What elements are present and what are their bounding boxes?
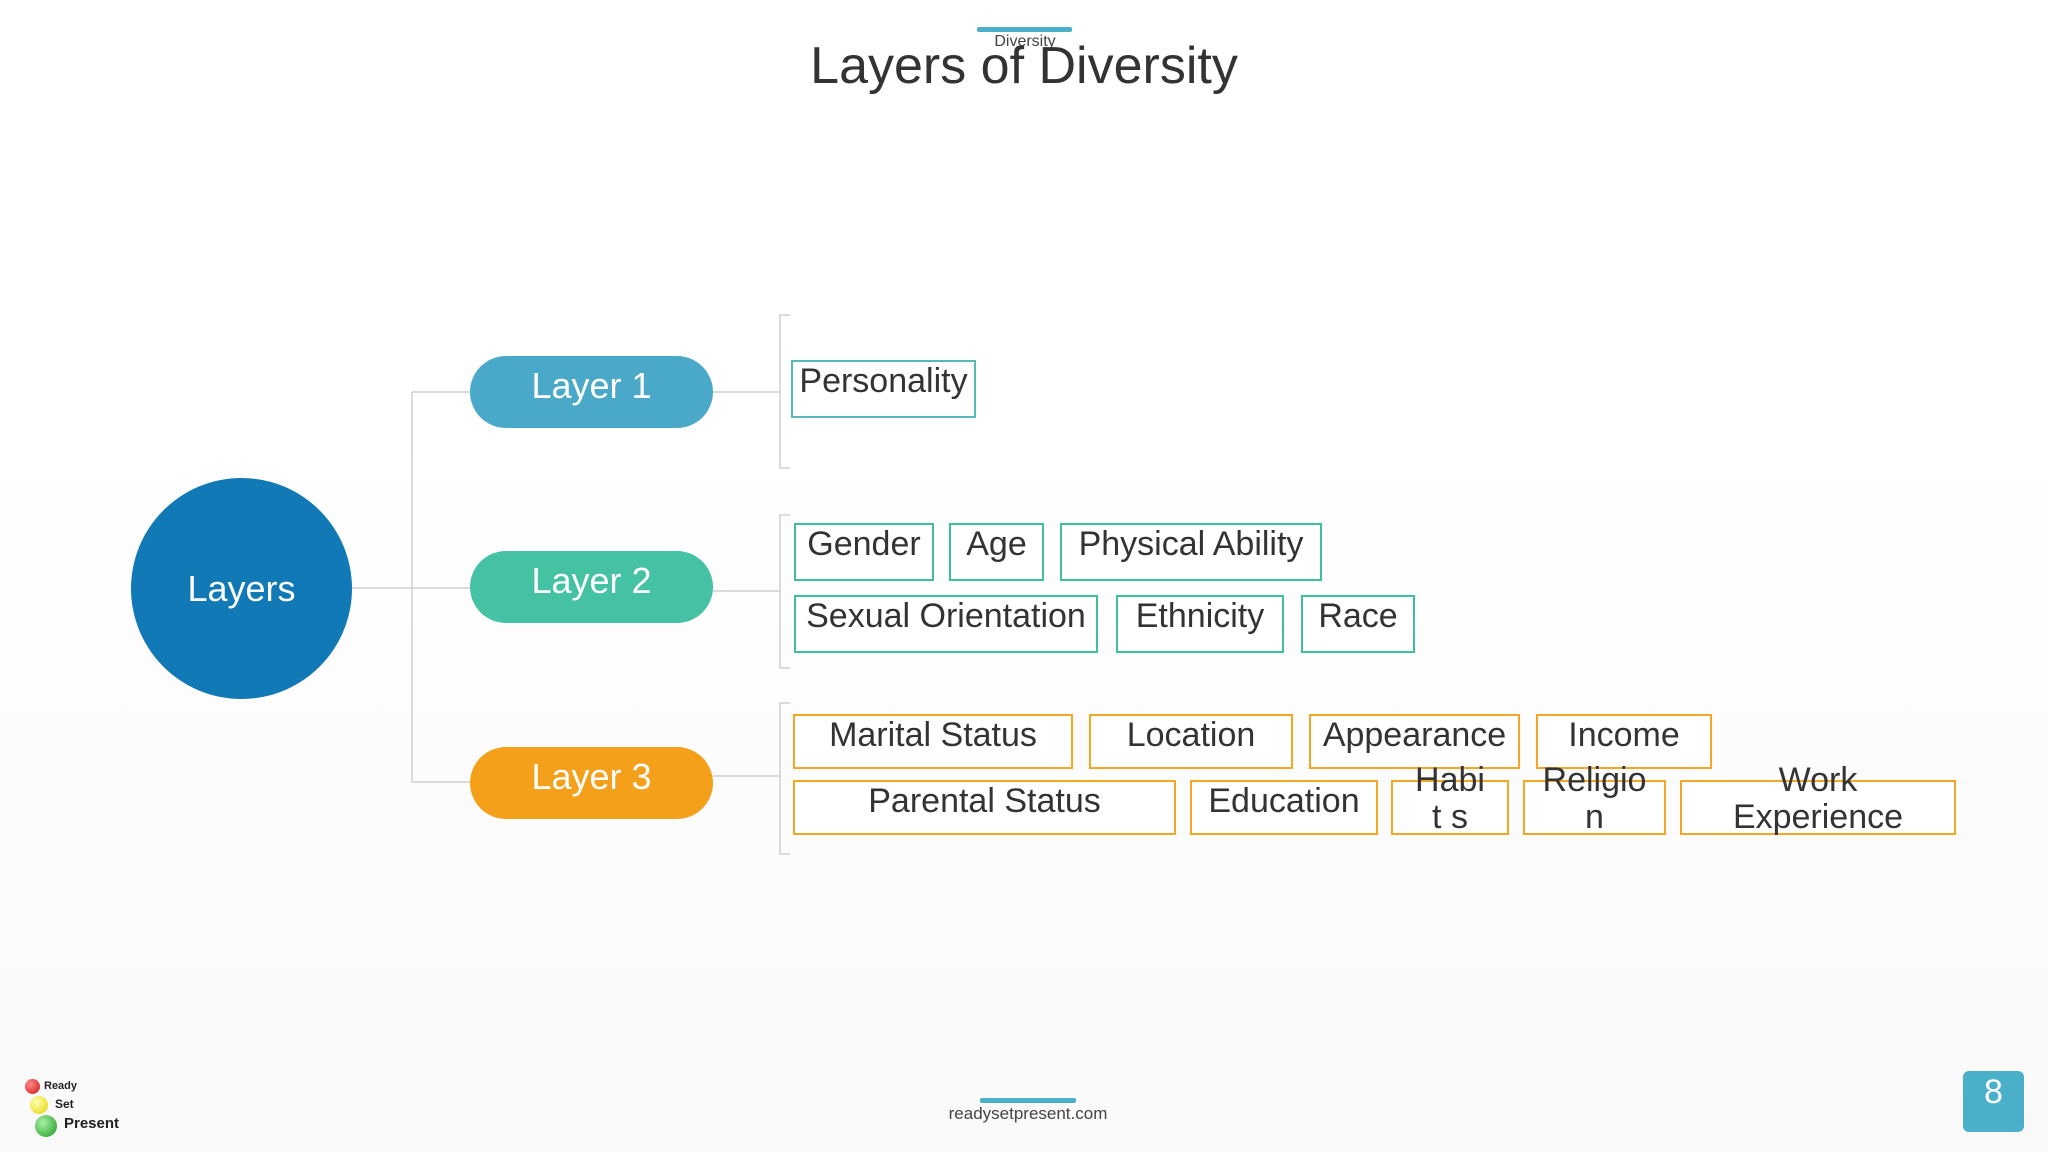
item-label: Location	[1126, 716, 1256, 754]
ready-set-present-logo: Ready Set Present	[22, 1076, 132, 1140]
logo-word-ready: Ready	[44, 1080, 78, 1092]
green-light-icon	[35, 1115, 57, 1137]
item-age: Age	[949, 523, 1044, 581]
layer-1-label: Layer 1	[531, 365, 652, 406]
footer-url: readysetpresent.com	[948, 1104, 1108, 1123]
logo-word-set: Set	[55, 1097, 74, 1111]
item-work-experience: Work Experience	[1680, 762, 1956, 836]
slide-title: Layers of Diversity	[810, 37, 1238, 95]
section-label: Diversity	[994, 33, 1056, 50]
item-physical-ability: Physical Ability	[1060, 523, 1322, 581]
item-label: Age	[966, 525, 1027, 563]
header-accent-bar	[977, 27, 1072, 32]
item-race: Race	[1301, 595, 1415, 653]
root-label: Layers	[187, 567, 296, 609]
item-label: Education	[1208, 782, 1360, 820]
item-label: Parental Status	[868, 782, 1101, 820]
item-label: Income	[1568, 716, 1680, 754]
item-location: Location	[1089, 714, 1293, 769]
item-label: Ethnicity	[1135, 597, 1265, 635]
layer-2-label: Layer 2	[531, 560, 652, 601]
layer-3-node: Layer 3	[470, 747, 713, 819]
layer3-bracket	[779, 702, 790, 855]
item-label: Appearance	[1322, 716, 1507, 754]
item-label: Work Experience	[1732, 761, 1904, 836]
page-number-badge: 8	[1963, 1071, 2024, 1132]
item-label: Race	[1318, 597, 1398, 635]
item-label: Habit s	[1415, 761, 1485, 836]
item-education: Education	[1190, 780, 1378, 835]
item-personality: Personality	[791, 360, 976, 418]
item-income: Income	[1536, 714, 1712, 769]
item-sexual-orientation: Sexual Orientation	[794, 595, 1098, 653]
item-label: Gender	[807, 525, 921, 563]
red-light-icon	[25, 1079, 40, 1094]
page-number: 8	[1984, 1073, 2003, 1111]
item-habits: Habit s	[1391, 762, 1509, 836]
item-label: Sexual Orientation	[806, 597, 1086, 635]
item-religion: Religio n	[1523, 762, 1666, 836]
layer-1-node: Layer 1	[470, 356, 713, 428]
item-parental-status: Parental Status	[793, 780, 1176, 835]
item-label: Physical Ability	[1078, 525, 1304, 563]
footer-accent-bar	[980, 1098, 1076, 1103]
item-label: Marital Status	[829, 716, 1037, 754]
item-label: Religio n	[1542, 761, 1647, 836]
item-appearance: Appearance	[1309, 714, 1520, 769]
root-node-layers: Layers	[131, 478, 352, 699]
logo-word-present: Present	[64, 1115, 120, 1132]
yellow-light-icon	[30, 1096, 48, 1114]
layer2-bracket	[779, 514, 790, 669]
item-gender: Gender	[794, 523, 934, 581]
layer1-bracket	[779, 314, 790, 469]
layer-3-label: Layer 3	[531, 756, 652, 797]
item-ethnicity: Ethnicity	[1116, 595, 1284, 653]
item-label: Personality	[799, 362, 968, 400]
layer-2-node: Layer 2	[470, 551, 713, 623]
item-marital-status: Marital Status	[793, 714, 1073, 769]
